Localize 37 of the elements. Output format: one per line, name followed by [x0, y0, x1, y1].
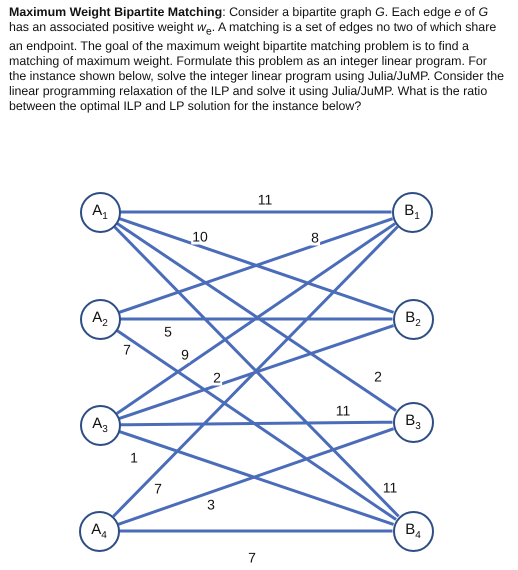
- edge-weight-label: 5: [163, 324, 173, 340]
- edge-weight-label: 7: [153, 482, 163, 496]
- edge-line: [120, 210, 392, 214]
- edge-weight-label: 11: [256, 192, 274, 208]
- edge-weight-label: 10: [191, 230, 209, 244]
- vertex-label: A$_{1}$: [92, 202, 108, 222]
- edge-weight-label: 9: [180, 348, 190, 362]
- vertex-label: A$_{2}$: [92, 309, 108, 329]
- vertex-circle: [80, 298, 120, 340]
- edge-weight-label: 7: [122, 342, 132, 358]
- vertex-label: A$_{4}$: [91, 521, 107, 541]
- edge-line: [116, 329, 397, 521]
- vertex-label: B$_{2}$: [405, 309, 421, 329]
- vertex-label: B$_{4}$: [405, 521, 421, 541]
- edge-line: [118, 324, 394, 420]
- edge-weight-label: 2: [212, 370, 222, 386]
- vertex-circle: [78, 510, 120, 552]
- edge-weight-label: 8: [310, 230, 320, 246]
- problem-statement: Maximum Weight Bipartite Matching: Consider a bipartite graph G. Each edge e of G has an associated positive weight w$_{e}$. A matching is a set of edges no two of which share an endpoint. The goal of the maximum weight bipartite matching problem is to find a matching of maximum weight. Formulate this problem as an integer linear program. For the instance shown below, solve the integer linear program using Julia/JuMP. Consider the linear programming relaxation of the ILP and solve it using Julia/JuMP. What is the ratio between the optimal ILP and LP solution for the instance below?: [9, 5, 504, 114]
- vertex-circle: [392, 192, 432, 232]
- vertex-circle: [80, 404, 120, 446]
- vertex-label: B$_{3}$: [405, 412, 421, 432]
- vertex-circle: [80, 192, 120, 232]
- vertex-circle: [392, 510, 434, 552]
- edge-weight-label: 11: [382, 480, 398, 496]
- vertex-circle: [392, 402, 434, 442]
- vertex-label: B$_{1}$: [404, 202, 420, 222]
- edge-line: [120, 420, 393, 426]
- edge-weight-label: 3: [206, 498, 216, 512]
- edge-weight-label: 7: [247, 550, 257, 566]
- edge-line: [120, 318, 392, 320]
- edge-weight-label: 2: [373, 370, 383, 384]
- edge-line: [120, 530, 392, 532]
- edge-weight-label: 11: [334, 404, 352, 418]
- vertex-label: A$_{3}$: [92, 415, 108, 435]
- vertex-circle: [392, 298, 434, 340]
- edge-weight-label: 1: [129, 450, 139, 466]
